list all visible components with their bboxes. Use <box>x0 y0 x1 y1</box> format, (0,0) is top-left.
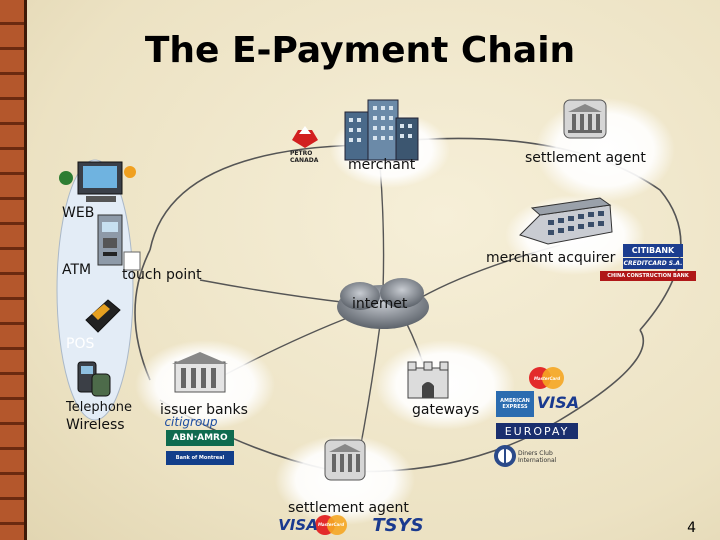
china-construction-bank-logo: CHINA CONSTRUCTION BANK <box>600 271 696 281</box>
tsys-logo: TSYS <box>372 514 424 536</box>
internet-cloud-icon <box>337 278 429 329</box>
label-merchant: merchant <box>348 157 416 173</box>
telephone-icon <box>77 361 111 397</box>
atm-screen-icon <box>123 251 141 271</box>
label-pos: POS <box>66 336 95 352</box>
mastercard-logo-text: MasterCard <box>533 375 561 381</box>
label-internet: internet <box>352 296 408 312</box>
label-web: WEB <box>62 205 95 221</box>
visa-logo-bottom: VISA <box>278 516 318 534</box>
mastercard-logo-bottom <box>315 515 347 535</box>
europay-logo: EUROPAY <box>496 423 578 439</box>
bank-blue-logo: Bank of Montreal <box>166 451 234 465</box>
label-merchant-acquirer: merchant acquirer <box>486 250 616 266</box>
spoke-touch-point <box>199 279 351 304</box>
ring-arc-top <box>149 137 682 331</box>
citibank-logo: CITIBANK <box>623 244 683 257</box>
acquirer-building-icon <box>519 197 613 245</box>
atm-icon <box>97 214 123 266</box>
creditcard-logo: CREDITCARD S.A. <box>623 258 683 269</box>
mastercard-logo-gateways <box>529 367 564 389</box>
label-telephone: Telephone <box>66 400 133 415</box>
label-touch-point: touch point <box>122 267 202 283</box>
diners-logo-text: Diners Club International <box>518 450 557 464</box>
slide-title: The E-Payment Chain <box>144 30 576 71</box>
page-number: 4 <box>687 520 696 536</box>
abn-amro-logo: ABN·AMRO <box>166 430 234 446</box>
label-gateways: gateways <box>412 402 480 418</box>
citigroup-logo: citigroup <box>164 415 218 429</box>
gateway-castle-icon <box>407 361 449 399</box>
notebook-spine <box>0 0 27 540</box>
label-issuer-banks: issuer banks <box>160 402 248 418</box>
label-wireless: Wireless <box>66 417 125 433</box>
diners-logo <box>494 445 516 467</box>
label-settlement-agent-bottom: settlement agent <box>288 500 409 516</box>
amex-logo: AMERICAN EXPRESS <box>496 391 534 417</box>
mastercard-logo-bottom-text: MasterCard <box>317 521 345 527</box>
petro-canada-logo <box>292 126 318 148</box>
pos-terminal-icon <box>85 299 121 333</box>
label-settlement-agent-top: settlement agent <box>525 150 646 166</box>
ring-arc-bottom <box>159 329 645 473</box>
label-atm: ATM <box>62 262 92 278</box>
bank-icon-settlement-top <box>563 99 607 139</box>
bank-icon-settlement-bottom <box>324 439 366 481</box>
petro-canada-logo-text: PETRO CANADA <box>290 150 319 164</box>
office-buildings-icon <box>344 99 419 161</box>
computer-icon <box>59 161 136 202</box>
bank-icon-issuer <box>172 352 228 393</box>
visa-logo-gateways: VISA <box>536 392 580 412</box>
